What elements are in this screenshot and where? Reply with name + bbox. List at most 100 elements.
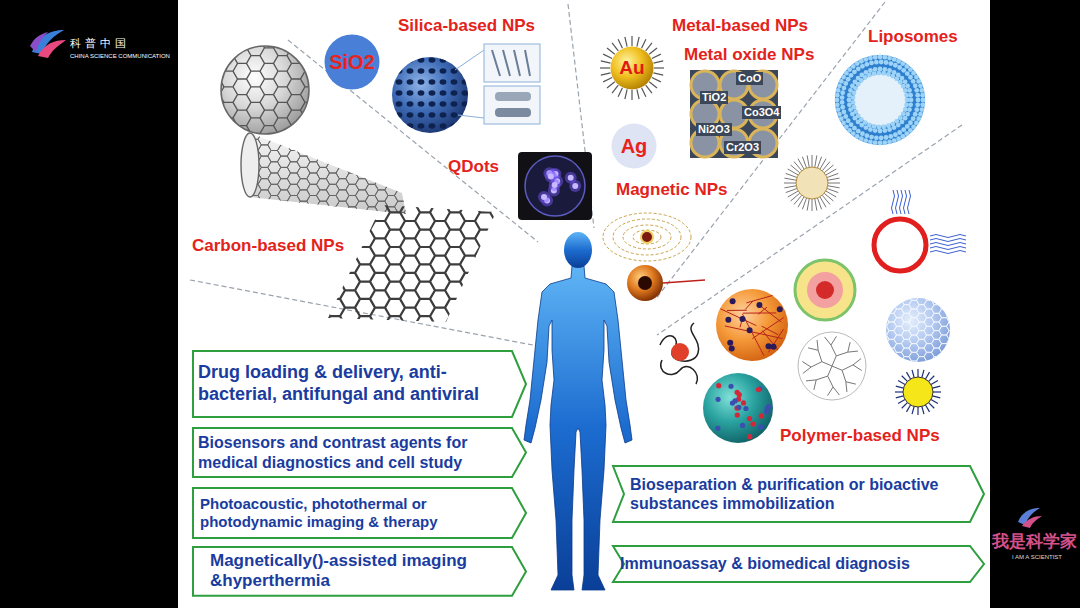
network-strand bbox=[742, 314, 764, 356]
dendrimer-branch bbox=[853, 365, 862, 371]
liposome-core bbox=[854, 74, 906, 126]
lipid-head bbox=[876, 125, 881, 130]
drug-dot bbox=[725, 317, 731, 323]
ligand bbox=[642, 39, 646, 48]
text-group: Magnetically()-assisted imaging &hyperth… bbox=[210, 551, 509, 592]
polymersome bbox=[874, 219, 926, 271]
lipid-head bbox=[837, 112, 842, 117]
ligand bbox=[652, 78, 661, 82]
lipid-head bbox=[904, 64, 909, 69]
text-group: Immunoassay & biomedical diagnosis bbox=[620, 554, 910, 573]
micelle-chain bbox=[896, 386, 904, 388]
dendrimer-branch bbox=[836, 352, 847, 356]
lipid-head bbox=[852, 105, 857, 110]
network-strand bbox=[752, 318, 783, 339]
lipid-head bbox=[901, 111, 906, 116]
micelle-chain bbox=[912, 406, 914, 414]
lipid-head bbox=[841, 75, 846, 80]
lipid-head bbox=[916, 116, 921, 121]
lipid-head bbox=[869, 135, 874, 140]
particle-outline bbox=[611, 47, 654, 90]
lipid-head bbox=[849, 73, 854, 78]
polymer-chain bbox=[908, 190, 911, 214]
lipid-head bbox=[905, 71, 910, 76]
lipid-head bbox=[841, 120, 846, 125]
lipid-head bbox=[846, 118, 851, 123]
surface-protein bbox=[756, 387, 761, 392]
micelle-chain bbox=[931, 381, 938, 385]
micelle-chain bbox=[815, 155, 817, 167]
surface-protein bbox=[737, 392, 742, 397]
surface-protein bbox=[747, 434, 752, 439]
lipid-head bbox=[904, 102, 909, 107]
leader-line bbox=[190, 280, 538, 346]
lipid-head bbox=[872, 71, 877, 76]
mesh-lattice bbox=[879, 283, 957, 374]
nanogel bbox=[716, 289, 788, 361]
category-heading: Polymer-based NPs bbox=[778, 426, 942, 446]
particle-symbol: Ag bbox=[621, 134, 648, 158]
lipid-head bbox=[851, 95, 856, 100]
lipid-head bbox=[873, 140, 878, 145]
pore bbox=[396, 68, 403, 74]
ligand bbox=[625, 89, 627, 99]
dendrimer-branch bbox=[818, 350, 822, 361]
dendrimer-branch bbox=[822, 362, 832, 366]
surface-protein bbox=[759, 413, 764, 418]
box-outline bbox=[193, 428, 526, 477]
micelle-chain bbox=[926, 405, 930, 412]
network-strand bbox=[758, 307, 767, 314]
lipid-head bbox=[905, 98, 910, 103]
dendrimer-branch bbox=[814, 380, 816, 390]
oxide-formula: Cr2O3 bbox=[724, 141, 761, 154]
pore bbox=[418, 68, 425, 74]
lipid-head bbox=[911, 71, 916, 76]
dendrimer-branch bbox=[853, 359, 861, 365]
lipid-head bbox=[876, 71, 881, 76]
dendrimer-branch bbox=[828, 366, 832, 376]
network-strand bbox=[769, 329, 784, 352]
micelle-chain bbox=[812, 199, 813, 211]
particle-outline bbox=[325, 35, 380, 90]
oxide-formula: Co3O4 bbox=[742, 106, 781, 119]
micelle-chain bbox=[922, 406, 924, 414]
lipid-head bbox=[868, 68, 873, 73]
pore bbox=[440, 57, 447, 63]
micelle-chain bbox=[827, 173, 838, 177]
lipid-head bbox=[900, 134, 905, 139]
pore bbox=[429, 90, 436, 96]
surface-protein bbox=[740, 423, 745, 428]
text-group: Photoacoustic, photothermal or photodyna… bbox=[200, 495, 509, 531]
ligand bbox=[618, 88, 622, 97]
polymer-chain bbox=[930, 235, 966, 238]
surface-protein bbox=[741, 400, 746, 405]
box-outline bbox=[193, 547, 526, 596]
pore bbox=[440, 112, 447, 118]
lipid-head bbox=[905, 84, 910, 89]
lipid-head bbox=[881, 71, 886, 76]
network-strand bbox=[746, 293, 781, 303]
lipid-head bbox=[840, 90, 845, 95]
particle-circle: Ag bbox=[611, 123, 657, 169]
surface-protein bbox=[766, 404, 771, 409]
lipid-head bbox=[898, 80, 903, 85]
lipid-head bbox=[856, 113, 861, 118]
dendrimer-branch bbox=[848, 342, 850, 352]
lipid-head bbox=[914, 120, 919, 125]
lipid-head bbox=[863, 75, 868, 80]
ligand bbox=[631, 36, 632, 46]
category-heading: Metal oxide NPs bbox=[684, 45, 814, 65]
dendrimer-branch bbox=[846, 382, 847, 392]
box-outline bbox=[613, 466, 984, 522]
lipid-head bbox=[853, 109, 858, 114]
lipid-head bbox=[886, 123, 891, 128]
oxide-formula: Ni2O3 bbox=[696, 123, 732, 136]
ligand bbox=[603, 78, 612, 82]
lipid-head bbox=[856, 66, 861, 71]
micelle-chain bbox=[828, 178, 840, 180]
lipid-head bbox=[920, 88, 925, 93]
micelle-chain bbox=[932, 396, 940, 398]
lipid-head bbox=[863, 120, 868, 125]
drug-dot bbox=[771, 344, 777, 350]
polymer-chain bbox=[930, 243, 966, 246]
